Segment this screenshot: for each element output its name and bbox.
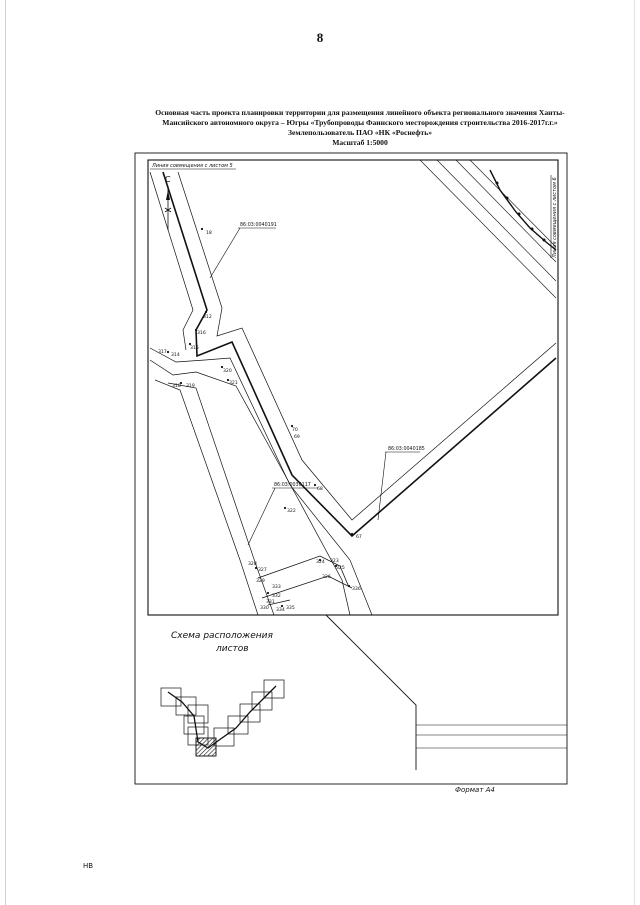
- lower-right-lines: [416, 724, 567, 749]
- point-327: 327: [258, 567, 267, 573]
- point-324: 324: [316, 559, 325, 565]
- point-320: 320: [223, 368, 232, 374]
- point-331: 331: [266, 599, 275, 605]
- point-315: 315: [190, 345, 199, 351]
- point-67: 67: [356, 534, 362, 540]
- outer-frame: [134, 152, 568, 785]
- point-330: 330: [260, 605, 269, 611]
- format-label: Формат А4: [455, 786, 495, 794]
- point-336: 336: [352, 586, 361, 592]
- current-sheet-marker: [195, 737, 217, 757]
- title-line-1: Основная часть проекта планировки террит…: [155, 108, 565, 117]
- point-312: 312: [203, 314, 212, 320]
- parcel-boundary: [149, 171, 557, 616]
- title-block: Основная часть проекта планировки террит…: [136, 108, 584, 148]
- point-329: 329: [256, 578, 265, 584]
- point-318: 318: [172, 383, 181, 389]
- north-label: С: [165, 175, 171, 184]
- parcel-label-1: 86:03:0040191: [240, 222, 277, 228]
- point-18: 18: [206, 230, 212, 236]
- point-333: 333: [272, 584, 281, 590]
- parcel-label-2: 86:03:0040185: [388, 446, 425, 452]
- parcel-leaders: [209, 227, 420, 546]
- title-line-4: Масштаб 1:5000: [332, 138, 388, 147]
- drawing-frame: [147, 159, 559, 616]
- page-number: 8: [316, 30, 324, 45]
- pipeline-route-upper-right: [489, 169, 557, 251]
- point-316: 316: [197, 330, 206, 336]
- point-323: 323: [330, 558, 339, 564]
- point-markers: [166, 227, 354, 608]
- north-arrow-mark: [164, 207, 172, 213]
- title-line-3: Землепользователь ПАО «НК «Роснефть»: [287, 128, 433, 137]
- point-326: 326: [322, 574, 331, 580]
- point-314: 314: [171, 352, 180, 358]
- road-corridor-upper: [419, 159, 557, 299]
- match-line-right-label: Линия совмещения с листом 6: [552, 177, 558, 259]
- title-line-2: Мансийского автономного округа – Югры «Т…: [162, 118, 558, 127]
- survey-points: 18 312 316 315 317 314 318 319 320 321 7…: [158, 230, 362, 613]
- point-332: 332: [272, 593, 281, 599]
- point-69: 69: [294, 434, 300, 440]
- north-arrow-head: [166, 190, 170, 200]
- match-line-top-label: Линия совмещения с листом 5: [151, 163, 233, 169]
- scheme-title-line-2: листов: [215, 644, 249, 654]
- point-334: 334: [276, 607, 285, 613]
- point-325: 325: [336, 565, 345, 571]
- scan-edge-left: [5, 0, 6, 905]
- point-319: 319: [186, 383, 195, 389]
- point-328: 328: [248, 561, 257, 567]
- scheme-area-boundary: [148, 614, 417, 770]
- corner-mark: НВ: [83, 862, 94, 870]
- scan-edge-right: [634, 0, 635, 905]
- point-321: 321: [229, 380, 238, 386]
- point-68: 68: [317, 486, 323, 492]
- point-322: 322: [287, 508, 296, 514]
- point-70: 70: [292, 427, 298, 433]
- point-335: 335: [286, 605, 295, 611]
- point-317: 317: [158, 349, 167, 355]
- sheet-layout-scheme: [160, 679, 285, 757]
- scheme-title-line-1: Схема расположения: [171, 631, 274, 641]
- parcel-label-3: 86:03:0030117: [274, 482, 311, 488]
